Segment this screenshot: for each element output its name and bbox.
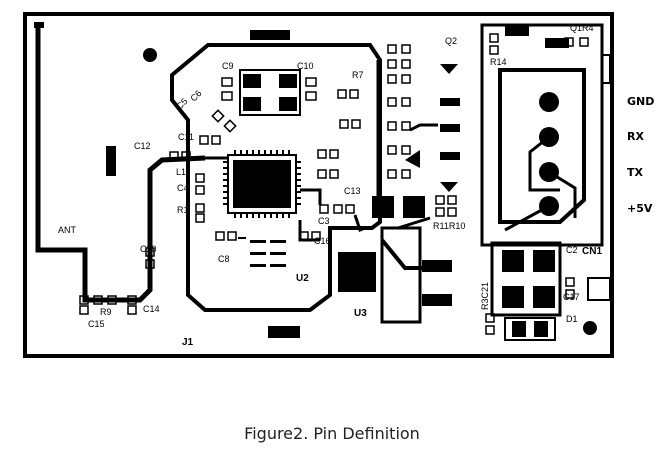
- label-c4: C4: [177, 183, 189, 193]
- u2-outline: [170, 43, 382, 312]
- label-cn1: CN1: [582, 246, 602, 257]
- label-c10: C10: [297, 61, 314, 71]
- traces: [205, 156, 431, 242]
- label-c11: C11: [178, 132, 194, 142]
- label-j1: J1: [182, 337, 194, 348]
- label-l1: L1: [176, 167, 186, 177]
- label-c16: C16: [314, 236, 331, 246]
- label-c12: C12: [134, 141, 151, 151]
- u2-bottom-pads: [238, 30, 300, 338]
- label-c14: C14: [143, 304, 160, 314]
- board-outline: [23, 12, 614, 358]
- label-c3: C3: [318, 216, 330, 226]
- label-r7: R7: [352, 70, 364, 80]
- figure-caption: Figure2. Pin Definition: [244, 424, 420, 443]
- pin-label-gnd: GND: [627, 95, 654, 108]
- q2-area: [372, 44, 460, 218]
- label-u3: U3: [354, 308, 367, 319]
- label-c17: C17: [563, 292, 580, 302]
- label-q1r4: Q1R4: [570, 23, 594, 33]
- pin-label-5v: +5V: [627, 202, 653, 215]
- label-r1: R1: [177, 205, 189, 215]
- u3-regulator: [338, 226, 452, 324]
- pin-label-rx: RX: [627, 130, 644, 143]
- label-r3c21: R3C21: [480, 282, 490, 310]
- label-r11r10: R11R10: [433, 221, 465, 231]
- label-c13: C13: [344, 186, 361, 196]
- label-c8: C8: [218, 254, 230, 264]
- antenna: [34, 22, 206, 303]
- pcb-layout-diagram: ANT: [23, 12, 654, 358]
- label-c5: C5: [174, 96, 189, 111]
- label-c15: C15: [88, 319, 105, 329]
- cn1-connector: [480, 23, 611, 247]
- label-d1: D1: [566, 314, 578, 324]
- qfn-chip: [223, 150, 301, 218]
- label-c9: C9: [222, 61, 234, 71]
- label-c6: C6: [188, 88, 203, 103]
- power-section: [485, 241, 611, 341]
- label-c20: C20: [140, 244, 157, 254]
- label-r14: R14: [490, 57, 507, 67]
- antenna-label: ANT: [58, 225, 77, 235]
- label-c2: C2: [566, 245, 578, 255]
- label-q2: Q2: [445, 36, 457, 46]
- label-r9: R9: [100, 307, 112, 317]
- label-u2: U2: [296, 273, 309, 284]
- passive-pads: [79, 89, 361, 315]
- crystal: [221, 69, 317, 116]
- pin-label-tx: TX: [627, 166, 644, 179]
